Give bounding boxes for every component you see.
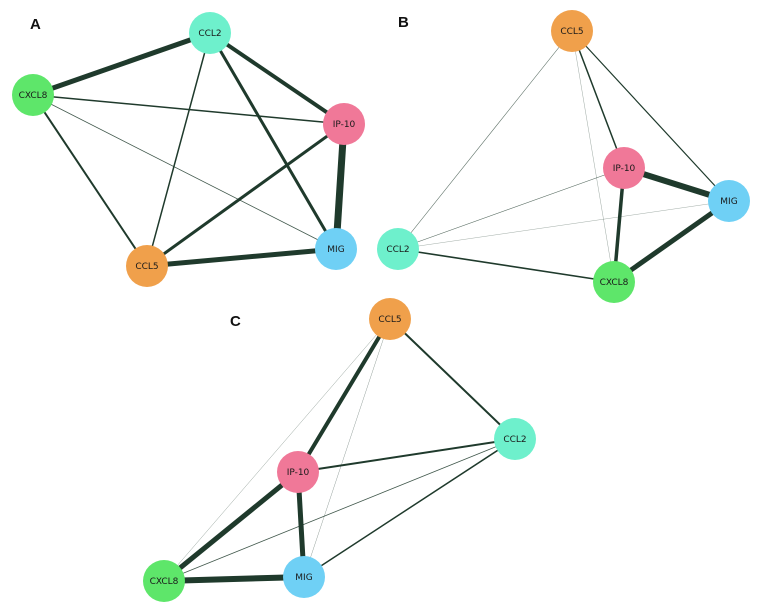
edge-ccl2-ip-10: [208, 31, 346, 126]
node-cxcl8: CXCL8: [143, 560, 185, 602]
node-circle: [603, 147, 645, 189]
node-label: CCL2: [386, 245, 409, 255]
node-ccl5: CCL5: [369, 298, 411, 340]
edge-ccl5-ip-10: [296, 317, 392, 474]
node-circle: [12, 74, 54, 116]
edge-ccl5-cxcl8: [163, 318, 391, 582]
node-label: IP-10: [613, 164, 636, 174]
edge-ccl5-ip-10: [571, 30, 625, 169]
node-circle: [189, 12, 231, 54]
node-label: IP-10: [333, 120, 356, 130]
edge-ccl2-ip-10: [297, 438, 516, 473]
edge-ccl5-mig: [303, 318, 391, 578]
node-ip-10: IP-10: [277, 451, 319, 493]
node-circle: [315, 228, 357, 270]
node-ccl2: CCL2: [494, 418, 536, 460]
edge-ccl2-mig: [208, 31, 338, 251]
node-ccl2: CCL2: [377, 228, 419, 270]
node-label: CCL5: [378, 315, 401, 325]
node-ccl5: CCL5: [551, 10, 593, 52]
edge-ccl5-mig: [571, 30, 730, 202]
edge-ccl5-ccl2: [389, 318, 516, 440]
node-mig: MIG: [283, 556, 325, 598]
node-ip-10: IP-10: [323, 103, 365, 145]
panel-label: B: [398, 14, 409, 31]
edge-cxcl8-ccl5: [32, 94, 148, 267]
node-label: MIG: [295, 573, 312, 583]
node-circle: [323, 103, 365, 145]
edge-ccl2-cxcl8: [163, 438, 516, 582]
node-circle: [551, 10, 593, 52]
node-label: CXCL8: [19, 91, 48, 101]
edge-ip-10-ccl2: [397, 167, 625, 250]
edge-ccl5-mig: [144, 246, 339, 269]
panel-label: A: [30, 16, 41, 33]
node-label: CXCL8: [600, 278, 629, 288]
edge-ip-10-cxcl8: [161, 469, 301, 584]
node-mig: MIG: [708, 180, 750, 222]
edge-ccl2-mig: [303, 438, 516, 578]
edge-ccl5-ccl2: [397, 30, 573, 250]
node-ip-10: IP-10: [603, 147, 645, 189]
node-circle: [126, 245, 168, 287]
node-circle: [377, 228, 419, 270]
edge-ccl2-cxcl8: [397, 248, 615, 283]
panel-label: C: [230, 313, 241, 330]
node-label: MIG: [720, 197, 737, 207]
node-circle: [277, 451, 319, 493]
node-circle: [143, 560, 185, 602]
node-circle: [369, 298, 411, 340]
node-ccl5: CCL5: [126, 245, 168, 287]
node-cxcl8: CXCL8: [593, 261, 635, 303]
edge-ccl5-cxcl8: [571, 30, 615, 283]
node-circle: [283, 556, 325, 598]
node-label: CCL2: [198, 29, 221, 39]
edge-ccl2-cxcl8: [30, 30, 213, 98]
edge-cxcl8-mig: [161, 574, 307, 584]
edge-cxcl8-ip-10: [32, 94, 345, 125]
edge-ip-10-ccl5: [145, 122, 346, 268]
edge-mig-cxcl8: [611, 198, 732, 285]
node-label: MIG: [327, 245, 344, 255]
node-mig: MIG: [315, 228, 357, 270]
node-cxcl8: CXCL8: [12, 74, 54, 116]
edge-ccl2-ccl5: [146, 32, 211, 267]
node-label: IP-10: [287, 468, 310, 478]
edge-cxcl8-mig: [32, 94, 337, 250]
edge-ccl2-mig: [397, 200, 730, 250]
node-label: CCL5: [135, 262, 158, 272]
node-label: CXCL8: [150, 577, 179, 587]
node-circle: [708, 180, 750, 222]
node-circle: [593, 261, 635, 303]
node-ccl2: CCL2: [189, 12, 231, 54]
node-circle: [494, 418, 536, 460]
node-label: CCL5: [560, 27, 583, 37]
node-label: CCL2: [503, 435, 526, 445]
